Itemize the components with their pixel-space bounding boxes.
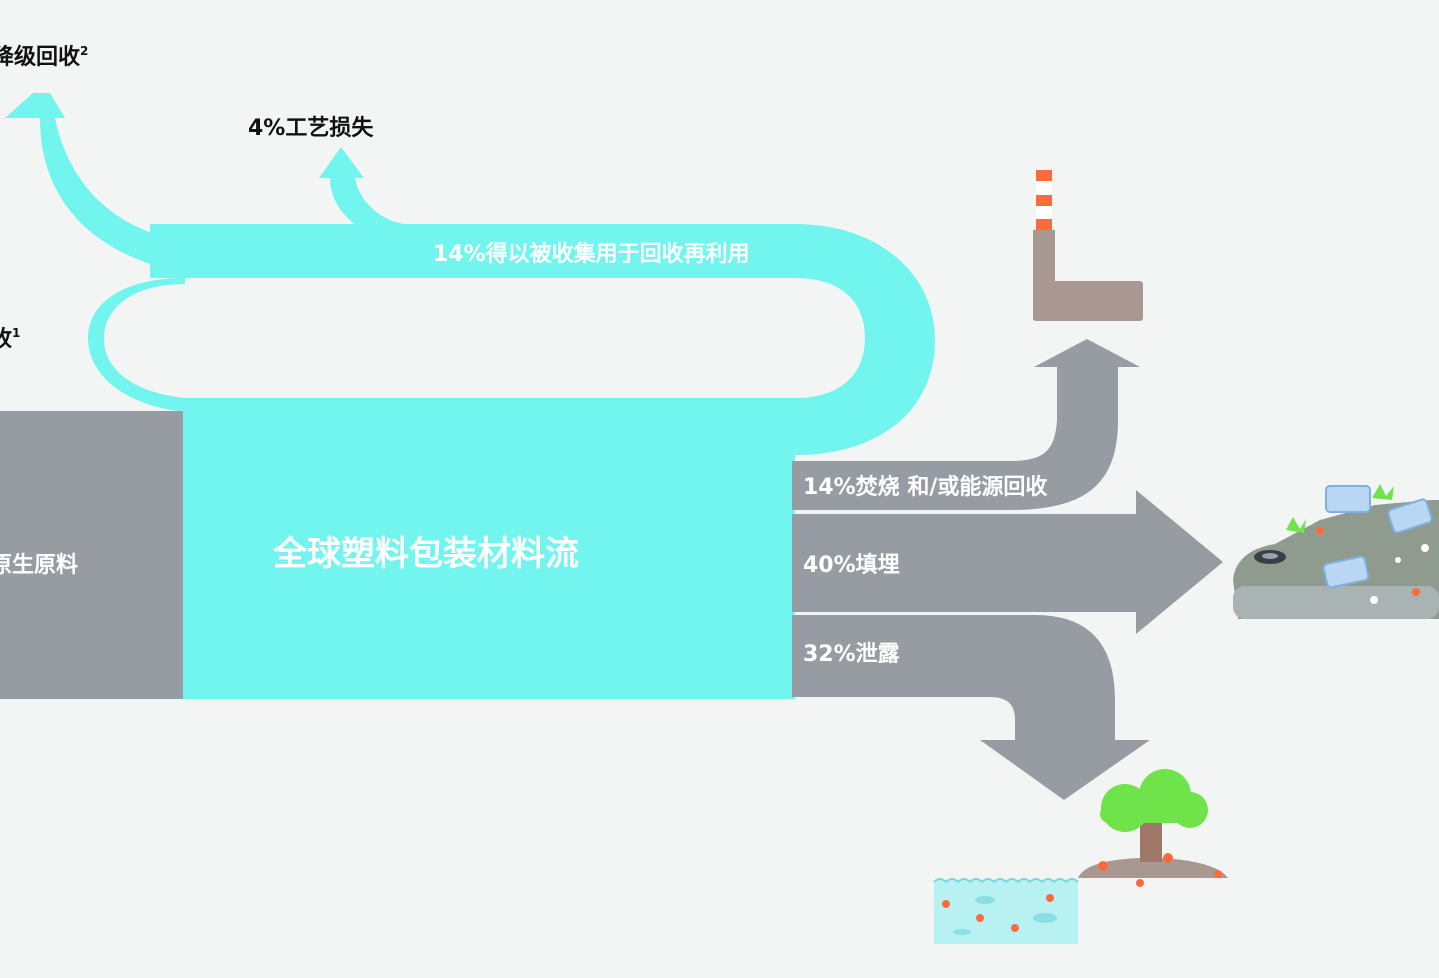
landfill-pile-icon <box>1233 484 1439 619</box>
landfill-label: 40%填埋 <box>803 553 900 578</box>
process-loss-label: 4%工艺损失 <box>248 115 374 141</box>
leakage-label: 32%泄露 <box>803 642 901 667</box>
leakage-flow <box>792 615 1150 800</box>
recycle-loop-right <box>795 224 935 455</box>
virgin-feedstock-block <box>0 411 183 699</box>
incineration-flow <box>792 339 1140 510</box>
island-tree-icon <box>1078 769 1228 887</box>
downcycling-label: 降级回收2 <box>0 44 88 70</box>
collected-recycling-label: 14%得以被收集用于回收再利用 <box>433 241 750 267</box>
closed-loop-label: 收1 <box>0 326 20 352</box>
incineration-label: 14%焚烧 和/或能源回收 <box>803 474 1047 500</box>
ocean-fish-icon <box>933 878 1079 944</box>
recycle-flows <box>5 93 935 699</box>
landfill-flow <box>792 490 1223 634</box>
collected-band <box>150 224 800 278</box>
virgin-feedstock-label: 原生原料 <box>0 553 78 578</box>
downcycling-flow <box>5 93 200 264</box>
main-flow-label: 全球塑料包装材料流 <box>272 534 579 574</box>
factory-chimney-icon <box>1033 170 1143 321</box>
recycle-loop-left <box>88 278 185 412</box>
waste-flows <box>0 339 1223 800</box>
main-flow-block <box>183 398 795 699</box>
process-loss-flow <box>319 147 405 244</box>
